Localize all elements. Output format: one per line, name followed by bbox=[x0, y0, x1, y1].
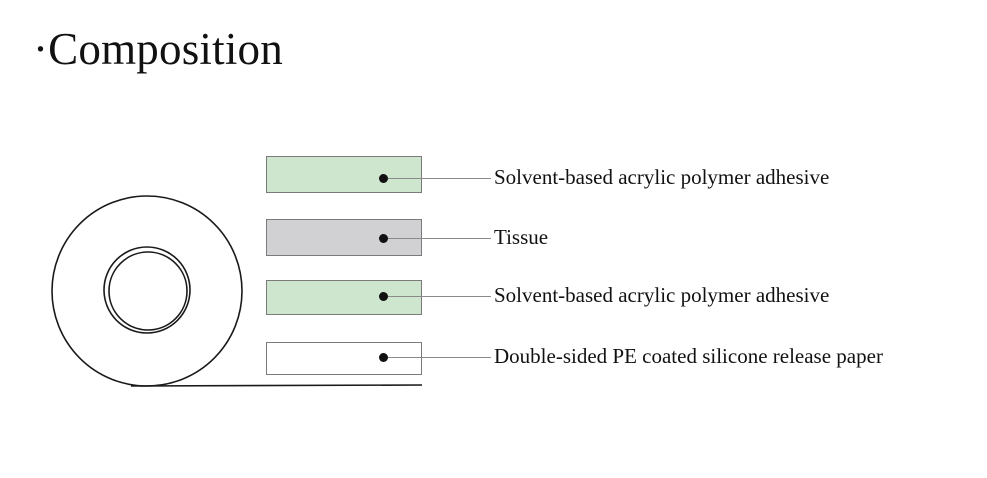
layer-box-adhesive-bottom[interactable] bbox=[266, 280, 422, 315]
layer-label-adhesive-top: Solvent-based acrylic polymer adhesive bbox=[494, 165, 830, 189]
roll-outer-circle bbox=[51, 195, 243, 387]
leader-line-adhesive-bottom bbox=[388, 296, 491, 297]
layer-dot-adhesive-bottom bbox=[379, 292, 388, 301]
layer-box-release-paper[interactable] bbox=[266, 342, 422, 375]
leader-line-tissue bbox=[388, 238, 491, 239]
layer-box-tissue[interactable] bbox=[266, 219, 422, 256]
layer-dot-release-paper bbox=[379, 353, 388, 362]
roll-core-inner-circle bbox=[108, 251, 188, 331]
page-title: ·Composition bbox=[33, 24, 283, 74]
layer-dot-adhesive-top bbox=[379, 174, 388, 183]
layer-dot-tissue bbox=[379, 234, 388, 243]
leader-line-adhesive-top bbox=[388, 178, 491, 179]
roll-tangent-line bbox=[130, 384, 423, 387]
roll-core-outer-circle bbox=[103, 246, 191, 334]
layer-label-tissue: Tissue bbox=[494, 225, 549, 249]
layer-label-release-paper: Double-sided PE coated silicone release … bbox=[494, 344, 883, 368]
layer-box-adhesive-top[interactable] bbox=[266, 156, 422, 193]
layer-label-adhesive-bottom: Solvent-based acrylic polymer adhesive bbox=[494, 283, 830, 307]
leader-line-release-paper bbox=[388, 357, 491, 358]
